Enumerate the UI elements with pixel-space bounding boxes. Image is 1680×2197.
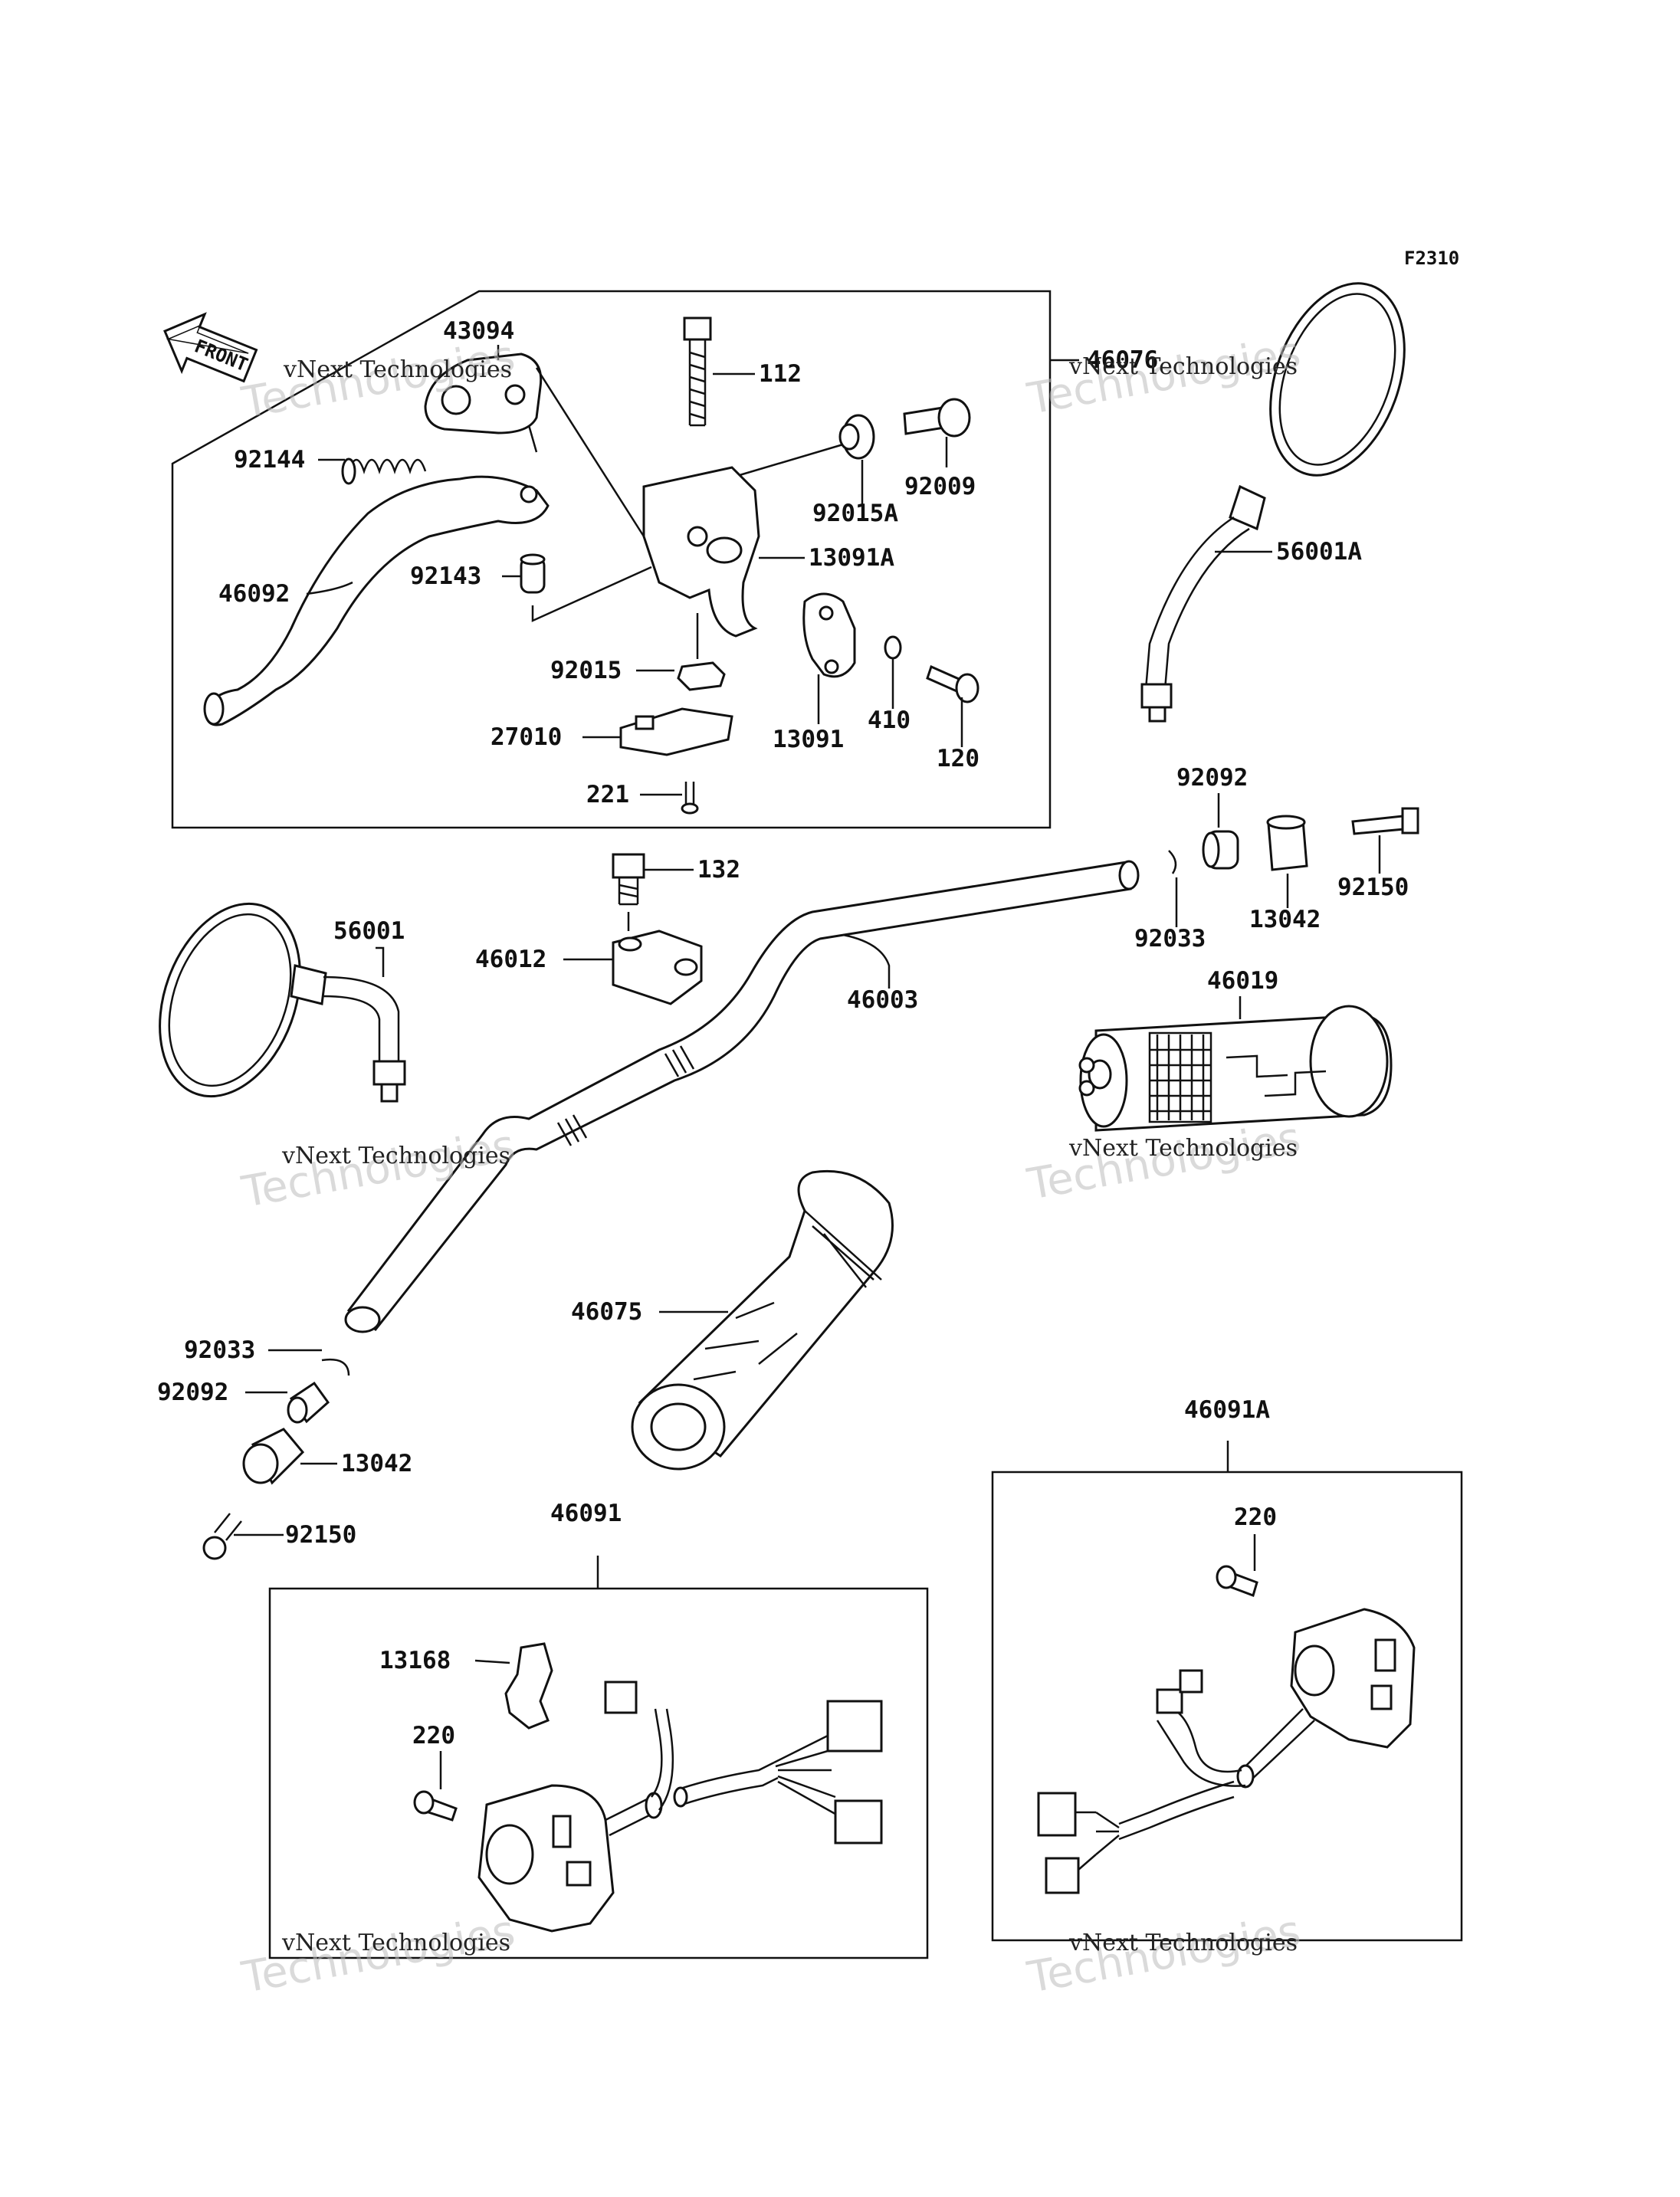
label-56001A: 56001A xyxy=(1276,538,1362,566)
watermark-mr: vNext Technologies xyxy=(1068,1135,1298,1162)
spring xyxy=(341,457,427,485)
adjuster-screw xyxy=(903,398,971,438)
leader-lines-top xyxy=(306,345,1079,796)
label-13168: 13168 xyxy=(379,1647,451,1674)
clutch-lever xyxy=(203,475,550,726)
watermark-tr: vNext Technologies xyxy=(1068,353,1298,380)
watermark-br: vNext Technologies xyxy=(1068,1930,1298,1956)
left-grip xyxy=(631,1169,894,1471)
label-46019: 46019 xyxy=(1207,967,1278,995)
watermark-ml: vNext Technologies xyxy=(281,1143,510,1169)
clutch-holder xyxy=(642,466,760,638)
bolt-112 xyxy=(683,316,712,427)
leader-lines-left-end xyxy=(234,1349,337,1536)
weight-92092-right xyxy=(1202,830,1239,870)
handlebar-holder xyxy=(612,930,703,1005)
label-92009: 92009 xyxy=(904,473,976,500)
label-92015: 92015 xyxy=(550,657,622,684)
label-46003: 46003 xyxy=(847,986,918,1014)
weight-13042-left xyxy=(242,1428,305,1485)
adjuster-plate xyxy=(424,353,543,434)
washer-410 xyxy=(884,635,902,660)
label-92150-right: 92150 xyxy=(1337,874,1409,901)
label-46091: 46091 xyxy=(550,1500,622,1527)
clip-92033-right xyxy=(1168,850,1177,874)
clip-13168 xyxy=(504,1642,553,1730)
label-13091: 13091 xyxy=(773,726,844,753)
right-mirror xyxy=(1140,282,1406,723)
part-labels: 43094 46076 112 92144 92015A 92009 56001… xyxy=(157,317,1409,1749)
bolt-92150-left xyxy=(202,1513,242,1560)
label-410: 410 xyxy=(868,707,911,734)
label-13042-right: 13042 xyxy=(1249,906,1321,933)
bushing xyxy=(520,553,546,594)
handlebar-switch-left xyxy=(477,1681,883,1933)
figure-code: F2310 xyxy=(1404,248,1459,269)
label-92092-right: 92092 xyxy=(1176,764,1248,792)
screw-221 xyxy=(681,782,699,815)
screw-220-right xyxy=(1216,1565,1258,1597)
label-92015A: 92015A xyxy=(812,500,898,527)
label-112: 112 xyxy=(759,360,802,388)
label-92144: 92144 xyxy=(234,446,305,474)
label-46076: 46076 xyxy=(1087,346,1158,374)
handlebar xyxy=(344,860,1140,1333)
bolt-92150-right xyxy=(1351,807,1419,835)
label-27010: 27010 xyxy=(491,723,562,751)
bolt-120 xyxy=(926,664,979,703)
label-46012: 46012 xyxy=(475,946,546,973)
leader-13168 xyxy=(474,1659,510,1664)
label-46091A: 46091A xyxy=(1184,1396,1270,1424)
clutch-switch xyxy=(619,707,733,756)
label-13091A: 13091A xyxy=(809,544,894,572)
leader-56001 xyxy=(376,946,385,977)
weight-13042-right xyxy=(1266,815,1308,871)
handlebar-switch-right xyxy=(1037,1608,1416,1894)
label-120: 120 xyxy=(937,745,979,772)
label-13042-left: 13042 xyxy=(341,1450,412,1477)
label-92143: 92143 xyxy=(410,562,481,590)
adjuster-nut xyxy=(838,414,875,460)
watermark-bl: vNext Technologies xyxy=(281,1930,510,1956)
label-220-left: 220 xyxy=(412,1722,455,1749)
screw-220-left xyxy=(413,1790,458,1822)
watermarks: Technologies vNext Technologies Technolo… xyxy=(238,327,1304,2003)
label-132: 132 xyxy=(697,856,740,884)
label-92092-left: 92092 xyxy=(157,1379,228,1406)
watermark-tl: vNext Technologies xyxy=(283,356,512,383)
throttle-grip xyxy=(1078,1005,1393,1132)
clamp-13091 xyxy=(802,592,856,678)
label-220-right: 220 xyxy=(1234,1503,1277,1531)
leader-lines-right-end xyxy=(1175,793,1381,927)
weight-92092-left xyxy=(287,1381,330,1424)
leader-46003 xyxy=(842,933,891,989)
label-43094: 43094 xyxy=(443,317,514,345)
nut xyxy=(677,661,726,691)
label-221: 221 xyxy=(586,781,629,808)
clip-92033-left xyxy=(321,1358,350,1376)
lever-assembly-box xyxy=(171,290,1052,829)
label-56001: 56001 xyxy=(333,917,405,945)
label-92150-left: 92150 xyxy=(285,1521,356,1549)
left-mirror xyxy=(159,902,406,1103)
label-92033-left: 92033 xyxy=(184,1336,255,1364)
bolt-132 xyxy=(612,853,645,906)
label-92033-right: 92033 xyxy=(1134,925,1206,953)
label-46075: 46075 xyxy=(571,1298,642,1326)
label-46092: 46092 xyxy=(218,580,290,608)
